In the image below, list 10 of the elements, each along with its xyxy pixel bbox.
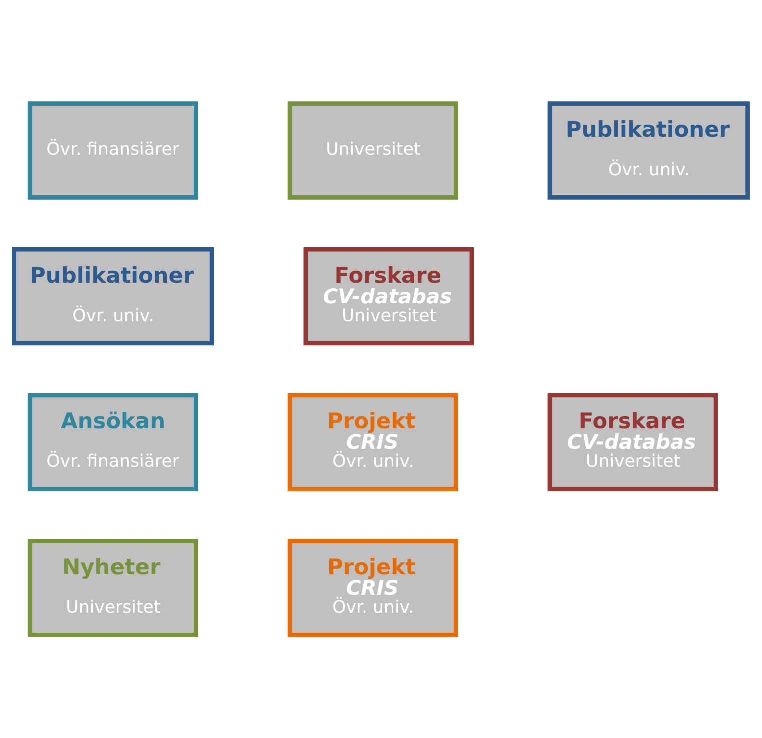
node-box: Ansökan Övr. finansiärer <box>28 392 198 492</box>
node-box: Universitet <box>288 101 458 200</box>
node-box: Publikationer Övr. univ. <box>548 101 750 200</box>
node-box: Projekt CRIS Övr. univ. <box>288 392 458 492</box>
node-box: Forskare CV-databas Universitet <box>548 392 718 492</box>
node-box: Projekt CRIS Övr. univ. <box>288 538 458 637</box>
node-box: Publikationer Övr. univ. <box>12 246 214 346</box>
node-box: Övr. finansiärer <box>28 101 198 200</box>
node-box: Forskare CV-databas Universitet <box>304 246 474 346</box>
node-box: Nyheter Universitet <box>28 538 198 637</box>
